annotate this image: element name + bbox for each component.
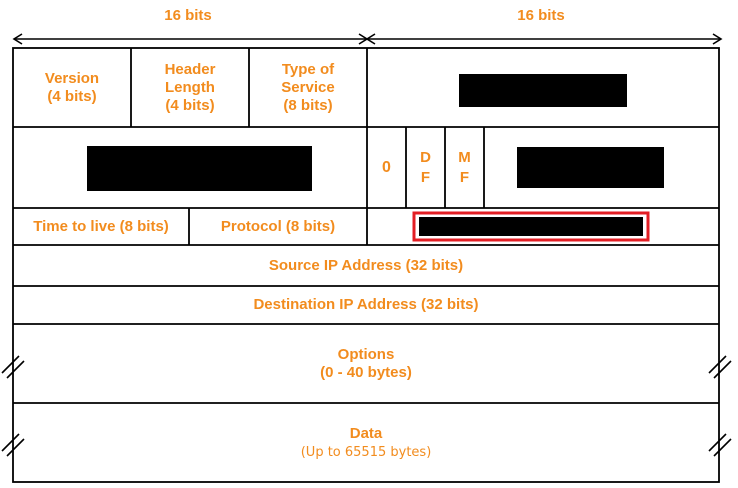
break-mark-left [1,433,25,457]
width-label-right: 16 bits [517,7,565,24]
flag-mf: M F [458,148,471,186]
field-data: Data (Up to 65515 bytes) [14,404,718,481]
field-type-of-service: Type of Service (8 bits) [281,60,335,114]
field-options: Options (0 - 40 bytes) [320,345,412,381]
field-source-ip: Source IP Address (32 bits) [268,256,464,274]
field-destination-ip: Destination IP Address (32 bits) [253,296,479,313]
break-mark-left [1,355,25,379]
redacted-field-header-checksum [419,217,643,236]
redacted-field-identification [87,146,312,191]
field-version: Version (4 bits) [44,69,100,105]
field-time-to-live: Time to live (8 bits) [33,217,169,235]
flag-df: D F [420,148,431,186]
field-data-size: (Up to 65515 bytes) [300,445,432,460]
field-header-length: Header Length (4 bits) [164,60,216,114]
field-data-title: Data [349,425,383,442]
break-mark-right [708,355,732,379]
redacted-field-total-length [459,74,627,107]
header-outer-frame [12,47,720,483]
width-arrow-right [365,33,723,45]
width-arrow-left [12,33,369,45]
width-label-left: 16 bits [164,7,212,24]
break-mark-right [708,433,732,457]
field-protocol: Protocol (8 bits) [220,217,336,235]
flag-reserved-zero: 0 [382,158,391,176]
redacted-field-fragment-offset [517,147,664,188]
highlight-box [412,211,650,242]
